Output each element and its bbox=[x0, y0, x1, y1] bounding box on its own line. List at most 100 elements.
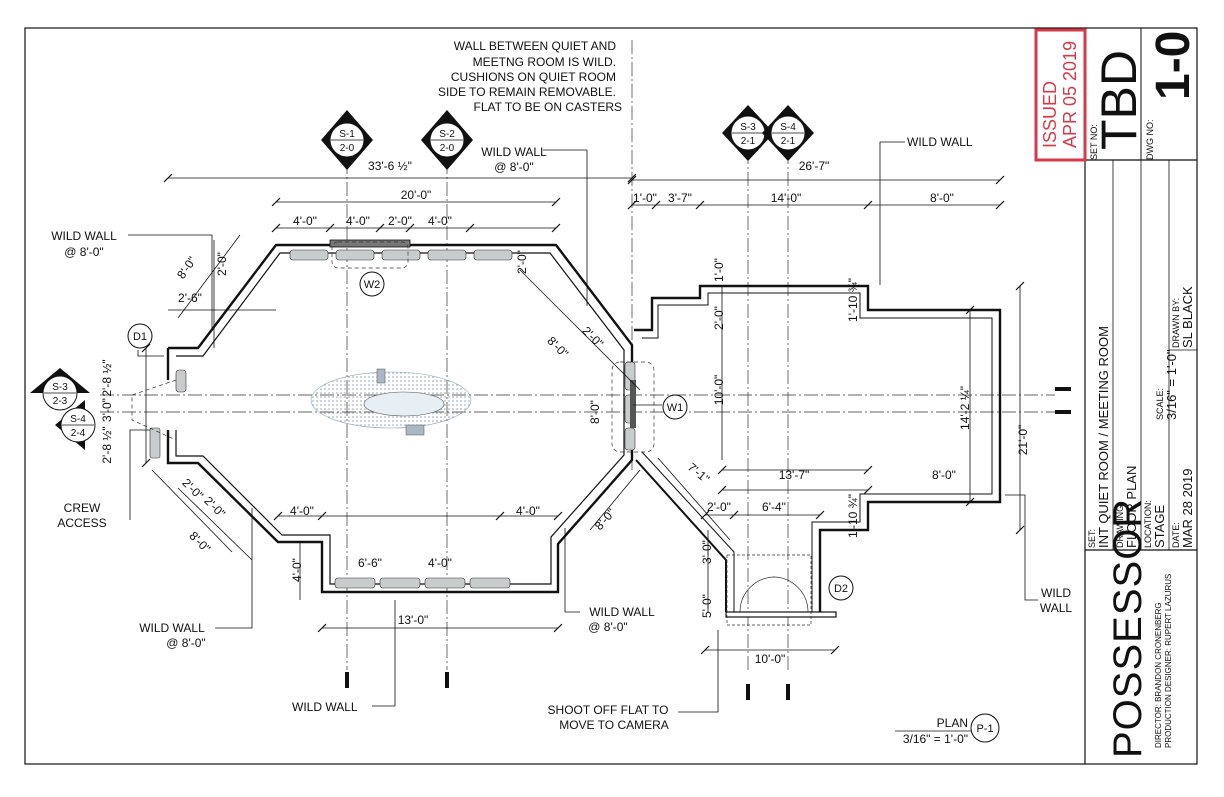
svg-text:2'-0": 2'-0" bbox=[707, 500, 731, 514]
note-crew-access: CREW ACCESS bbox=[57, 501, 106, 530]
svg-text:8'-0": 8'-0" bbox=[544, 334, 571, 361]
production-title: POSSESSOR bbox=[1106, 497, 1150, 758]
note-shoot-off: SHOOT OFF FLAT TO MOVE TO CAMERA bbox=[548, 703, 669, 732]
svg-text:14'-0": 14'-0" bbox=[771, 191, 802, 205]
svg-text:2'-0": 2'-0" bbox=[215, 252, 229, 276]
svg-text:8'-0": 8'-0" bbox=[592, 506, 618, 533]
svg-text:1'-10 ¾": 1'-10 ¾" bbox=[846, 278, 860, 322]
svg-text:@ 8'-0": @ 8'-0" bbox=[588, 620, 627, 634]
svg-text:2-3: 2-3 bbox=[53, 396, 68, 407]
section-marker-s3 bbox=[722, 105, 774, 161]
door-d2-swing bbox=[725, 554, 837, 626]
svg-text:2'-0": 2'-0" bbox=[712, 306, 726, 330]
svg-text:10'-0": 10'-0" bbox=[712, 375, 726, 406]
svg-text:SIDE TO REMAIN REMOVABLE.: SIDE TO REMAIN REMOVABLE. bbox=[438, 85, 616, 99]
dwg-no-label: DWG NO: bbox=[1145, 119, 1155, 161]
svg-text:2-1: 2-1 bbox=[741, 136, 756, 147]
svg-text:4'-0": 4'-0" bbox=[428, 556, 452, 570]
svg-text:4'-0": 4'-0" bbox=[290, 504, 314, 518]
note-wild-wall-left: WILD WALL @ 8'-0" bbox=[51, 229, 117, 259]
svg-text:@ 8'-0": @ 8'-0" bbox=[494, 160, 533, 174]
svg-text:4'-0": 4'-0" bbox=[346, 214, 370, 228]
meeting-room-walls bbox=[634, 284, 1002, 612]
section-marker-s1 bbox=[321, 110, 373, 170]
svg-text:2-0: 2-0 bbox=[440, 143, 455, 154]
svg-text:1'-0": 1'-0" bbox=[633, 191, 657, 205]
svg-text:W2: W2 bbox=[364, 279, 381, 291]
svg-text:8'-0": 8'-0" bbox=[186, 529, 213, 556]
dimension-texts: 33'-6 ½" 20'-0" 4'-0" 4'-0" 2'-0" 4'-0" … bbox=[178, 159, 956, 666]
tag-labels: W2 W1 D1 D2 P-1 bbox=[133, 279, 994, 735]
svg-text:@ 8'-0": @ 8'-0" bbox=[64, 245, 103, 259]
svg-text:2'-8 ½": 2'-8 ½" bbox=[100, 359, 114, 396]
svg-text:1'-0": 1'-0" bbox=[712, 258, 726, 282]
svg-text:2-0: 2-0 bbox=[340, 143, 355, 154]
section-labels: S-12-0 S-22-0 S-32-1 S-42-1 S-32-3 S-42-… bbox=[52, 122, 796, 439]
section-end-marks bbox=[345, 387, 1071, 700]
svg-text:2'-0": 2'-0" bbox=[179, 476, 206, 503]
tag-circles bbox=[127, 271, 1000, 743]
table-furniture bbox=[310, 368, 472, 436]
section-marker-s4 bbox=[762, 105, 814, 161]
svg-text:WALL: WALL bbox=[1040, 601, 1073, 615]
svg-text:8'-0": 8'-0" bbox=[588, 400, 602, 424]
w2-flat bbox=[329, 239, 411, 248]
drawn-by-value: SL BLACK bbox=[1180, 286, 1195, 348]
svg-text:4'-0": 4'-0" bbox=[290, 558, 304, 582]
note-wild-wall-top-right: WILD WALL bbox=[907, 135, 973, 149]
drawn-by-field: DRAWN BY: SL BLACK bbox=[1171, 286, 1195, 348]
svg-text:S-1: S-1 bbox=[339, 129, 355, 140]
svg-text:26'-7": 26'-7" bbox=[799, 159, 830, 173]
section-marker-s2 bbox=[421, 110, 473, 170]
svg-text:5'-0": 5'-0" bbox=[700, 594, 714, 618]
svg-text:3'-0": 3'-0" bbox=[100, 398, 114, 422]
sheet-border bbox=[24, 27, 1198, 765]
svg-text:4'-0": 4'-0" bbox=[428, 214, 452, 228]
svg-text:CUSHIONS ON QUIET ROOM: CUSHIONS ON QUIET ROOM bbox=[451, 70, 616, 84]
svg-text:8'-0": 8'-0" bbox=[932, 468, 956, 482]
svg-text:10'-0": 10'-0" bbox=[755, 652, 786, 666]
note-wild-wall-top-mid: WILD WALL @ 8'-0" bbox=[481, 145, 547, 174]
svg-text:WILD: WILD bbox=[1041, 586, 1071, 600]
set-no-value: TBD bbox=[1091, 50, 1147, 150]
w1-flat bbox=[630, 380, 636, 428]
note-wall-between: WALL BETWEEN QUIET AND MEETNG ROOM IS WI… bbox=[438, 39, 622, 114]
svg-text:SHOOT OFF FLAT TO: SHOOT OFF FLAT TO bbox=[548, 703, 669, 717]
svg-text:MEETNG ROOM IS WILD.: MEETNG ROOM IS WILD. bbox=[473, 55, 616, 69]
w2-enclosure bbox=[331, 241, 409, 269]
svg-text:2'-0": 2'-0" bbox=[388, 214, 412, 228]
svg-text:2'-0": 2'-0" bbox=[515, 250, 529, 274]
svg-text:13'-0": 13'-0" bbox=[398, 613, 429, 627]
svg-text:P-1: P-1 bbox=[976, 723, 993, 735]
svg-text:3'-7": 3'-7" bbox=[668, 191, 692, 205]
svg-text:MOVE TO CAMERA: MOVE TO CAMERA bbox=[559, 718, 669, 732]
plan-label-scale: 3/16" = 1'-0" bbox=[903, 732, 968, 746]
svg-text:S-4: S-4 bbox=[70, 414, 86, 425]
svg-text:S-3: S-3 bbox=[740, 122, 756, 133]
svg-text:33'-6 ½": 33'-6 ½" bbox=[368, 159, 412, 173]
svg-text:8'-0": 8'-0" bbox=[930, 191, 954, 205]
svg-text:13'-7": 13'-7" bbox=[779, 468, 810, 482]
svg-text:3'-0": 3'-0" bbox=[700, 540, 714, 564]
svg-text:ACCESS: ACCESS bbox=[57, 516, 106, 530]
plan-label-title: PLAN bbox=[937, 716, 968, 730]
svg-text:@ 8'-0": @ 8'-0" bbox=[166, 636, 205, 650]
svg-text:1'-10 ¾": 1'-10 ¾" bbox=[846, 494, 860, 538]
credits: DIRECTOR: BRANDON CRONENBERG PRODUCTION … bbox=[1154, 574, 1174, 748]
svg-text:2-1: 2-1 bbox=[781, 136, 796, 147]
date-value: MAR 28 2019 bbox=[1180, 468, 1195, 549]
svg-text:2'-0": 2'-0" bbox=[579, 324, 606, 351]
director-credit: DIRECTOR: BRANDON CRONENBERG bbox=[1154, 602, 1163, 748]
svg-text:S-3: S-3 bbox=[52, 382, 68, 393]
svg-text:8'-0": 8'-0" bbox=[174, 254, 199, 282]
svg-text:2'-6": 2'-6" bbox=[178, 291, 202, 305]
leader-lines bbox=[128, 141, 1038, 713]
svg-text:7'-1": 7'-1" bbox=[685, 460, 712, 486]
svg-text:WALL BETWEEN QUIET AND: WALL BETWEEN QUIET AND bbox=[454, 39, 617, 53]
svg-text:WILD WALL: WILD WALL bbox=[481, 145, 547, 159]
issued-stamp-frame bbox=[1034, 28, 1087, 162]
note-wild-wall-right: WILD WALL bbox=[1040, 586, 1073, 615]
svg-text:W1: W1 bbox=[667, 402, 684, 414]
